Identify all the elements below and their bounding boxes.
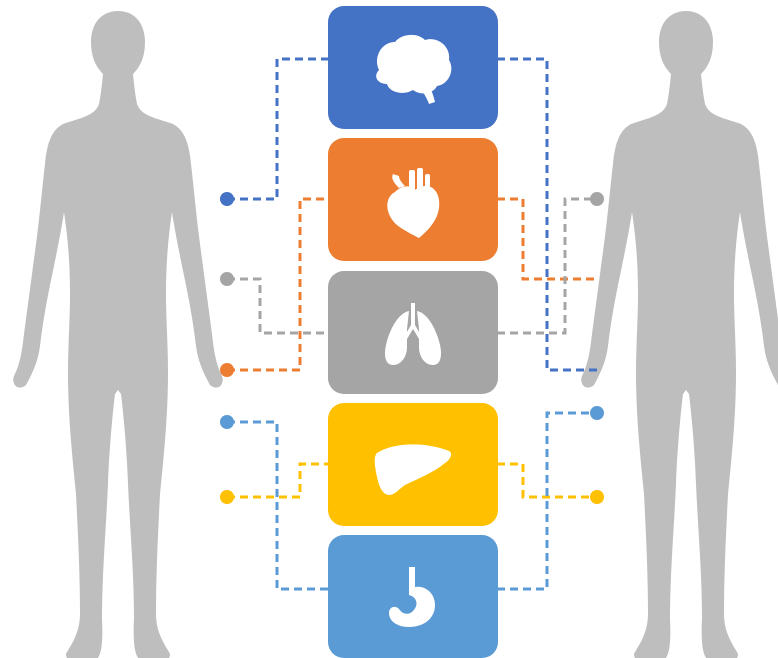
endpoint-dot-stomach-left	[220, 415, 234, 429]
endpoint-dot-lungs-right	[590, 192, 604, 206]
endpoint-dot-lungs-left	[220, 272, 234, 286]
organ-box-stomach	[328, 535, 498, 658]
right-human-silhouette	[581, 11, 778, 658]
endpoint-dot-liver-right	[590, 490, 604, 504]
organ-box-heart	[328, 138, 498, 261]
endpoint-dot-stomach-right	[590, 406, 604, 420]
connector-stomach-right	[497, 413, 597, 589]
endpoint-dot-heart-left	[220, 363, 234, 377]
connector-heart-left	[227, 199, 329, 370]
endpoint-dot-liver-left	[220, 490, 234, 504]
left-human-silhouette	[13, 11, 222, 658]
connector-brain-left	[227, 59, 329, 199]
connector-lungs-left	[227, 279, 329, 333]
organ-box-lungs	[328, 271, 498, 394]
connector-stomach-left	[227, 422, 329, 589]
connector-brain-right	[497, 59, 597, 370]
endpoint-dot-brain-left	[220, 192, 234, 206]
organ-box-brain	[328, 6, 498, 129]
organ-box-liver	[328, 403, 498, 526]
